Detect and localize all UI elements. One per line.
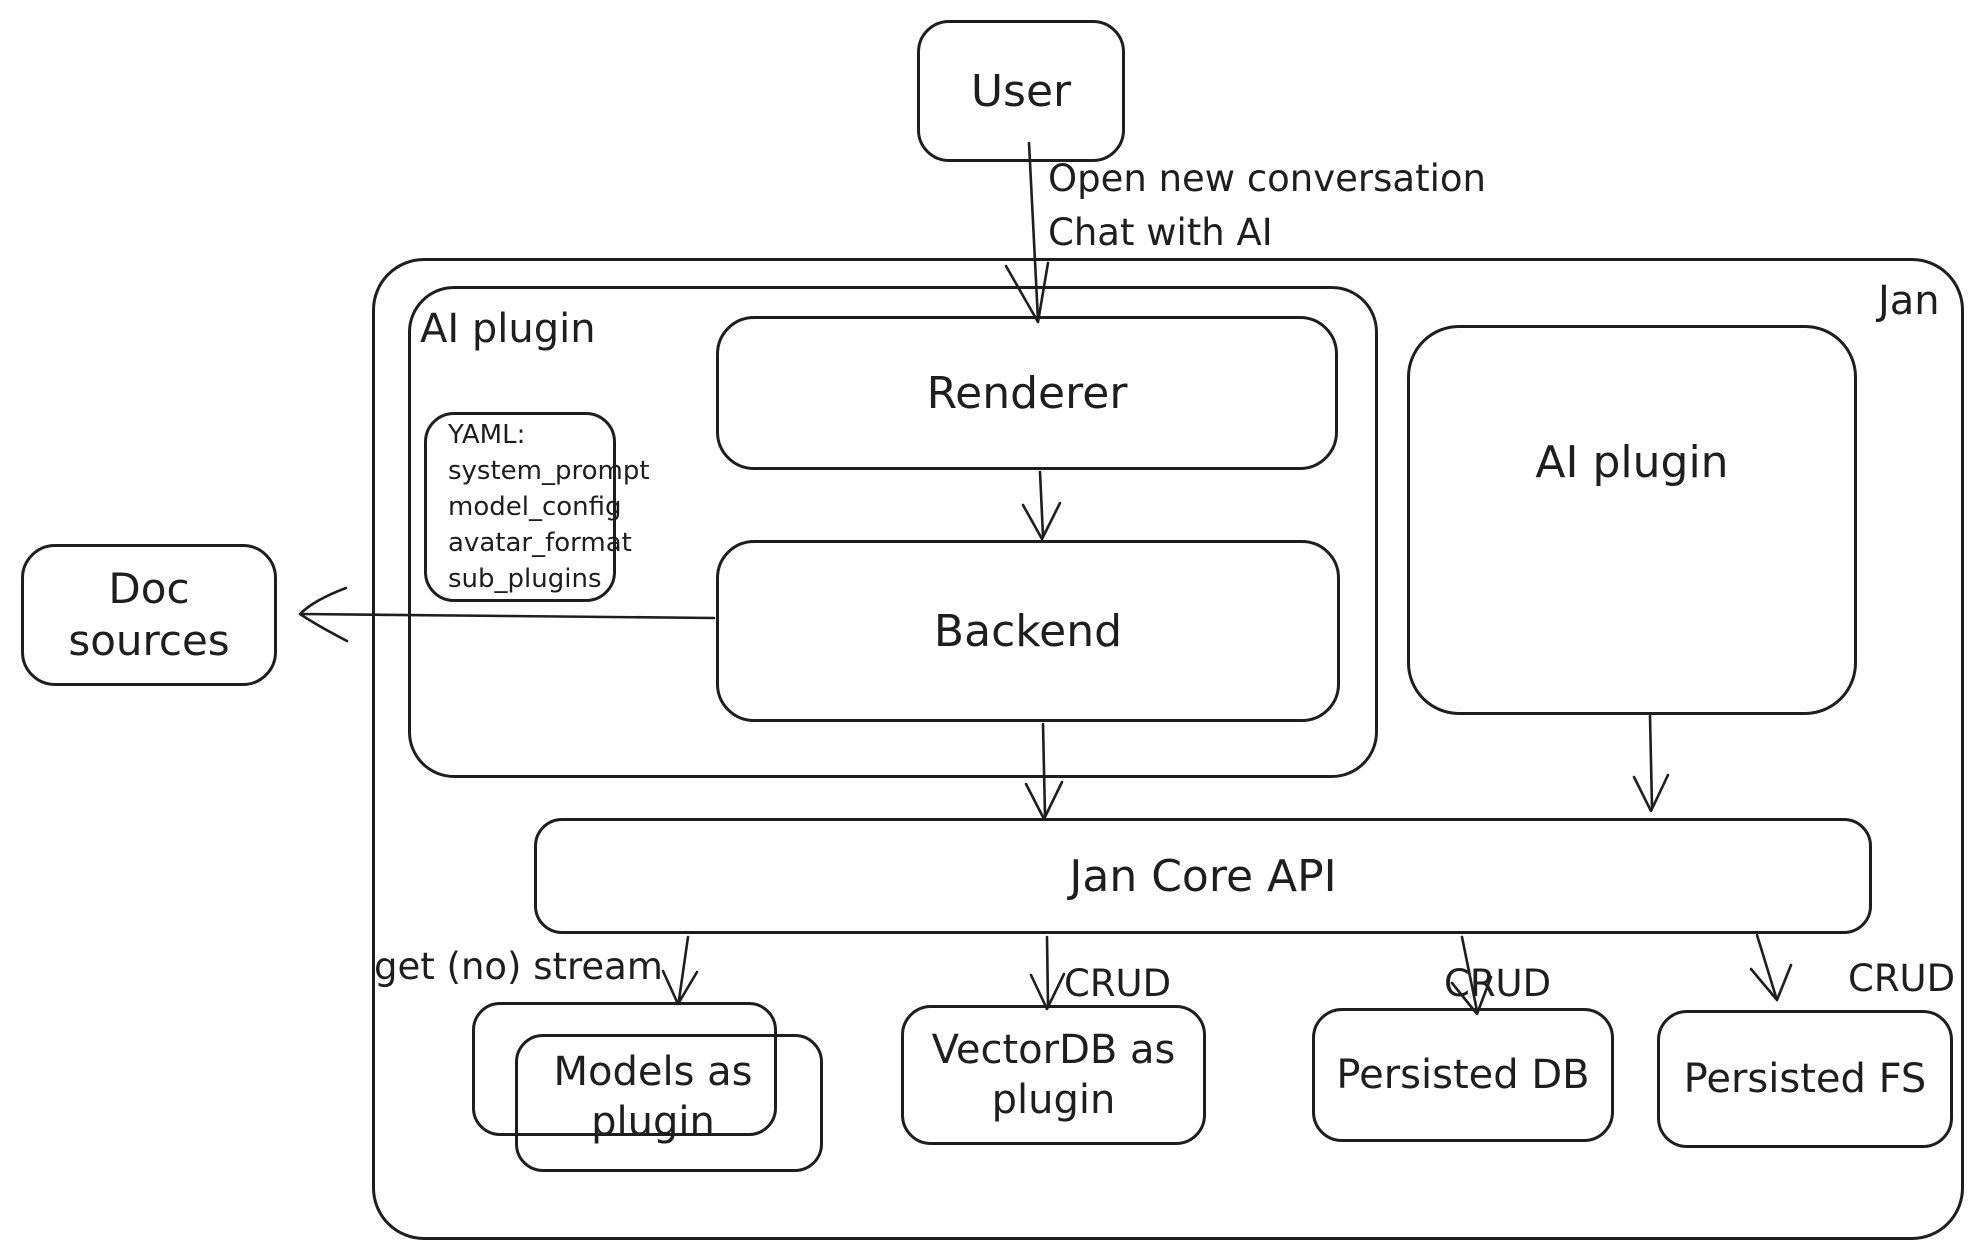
jan-core-api-node: Jan Core API <box>534 818 1872 934</box>
yaml-note-box <box>424 412 616 602</box>
user-node: User <box>917 20 1125 162</box>
yaml-note-line: model_config <box>448 492 622 522</box>
ai-plugin-group-label: AI plugin <box>420 306 596 352</box>
persisted-fs-label: Persisted FS <box>1683 1056 1927 1102</box>
edge-label-open-conversation: Open new conversation Chat with AI <box>1048 157 1486 254</box>
ai-plugin-node: AI plugin <box>1407 325 1857 715</box>
jan-core-api-label: Jan Core API <box>1069 850 1337 902</box>
vectordb-as-plugin-node: VectorDB as plugin <box>901 1005 1206 1145</box>
ai-plugin-label: AI plugin <box>1535 436 1729 488</box>
yaml-note-line: system_prompt <box>448 456 650 486</box>
yaml-note-line: YAML: <box>448 420 526 450</box>
edge-label-crud-persisted-db: CRUD <box>1444 962 1552 1005</box>
renderer-label: Renderer <box>926 367 1128 419</box>
yaml-note-text: YAML: system_prompt model_config avatar_… <box>424 412 650 602</box>
edge-label-crud-vectordb: CRUD <box>1064 962 1172 1005</box>
jan-container-label: Jan <box>1878 278 1940 324</box>
persisted-db-node: Persisted DB <box>1312 1008 1614 1142</box>
user-label: User <box>970 65 1072 117</box>
persisted-fs-node: Persisted FS <box>1657 1010 1953 1148</box>
edge-label-crud-persisted-fs: CRUD <box>1848 957 1956 1000</box>
ai-plugin-group-box <box>408 286 1378 778</box>
doc-sources-label: Doc sources <box>68 563 230 666</box>
yaml-note-line: sub_plugins <box>448 564 602 594</box>
persisted-db-label: Persisted DB <box>1336 1052 1590 1098</box>
yaml-note-line: avatar_format <box>448 528 632 558</box>
doc-sources-node: Doc sources <box>21 544 277 686</box>
backend-label: Backend <box>933 605 1123 657</box>
models-as-plugin-label: Models as plugin <box>553 1049 753 1145</box>
edge-label-get-no-stream: get (no) stream <box>374 945 663 988</box>
jan-container-box <box>372 258 1964 1240</box>
backend-node: Backend <box>716 540 1340 722</box>
models-as-plugin-back-box <box>472 1002 777 1136</box>
renderer-node: Renderer <box>716 316 1338 470</box>
vectordb-as-plugin-label: VectorDB as plugin <box>931 1027 1176 1123</box>
models-as-plugin-node: Models as plugin <box>515 1034 823 1172</box>
